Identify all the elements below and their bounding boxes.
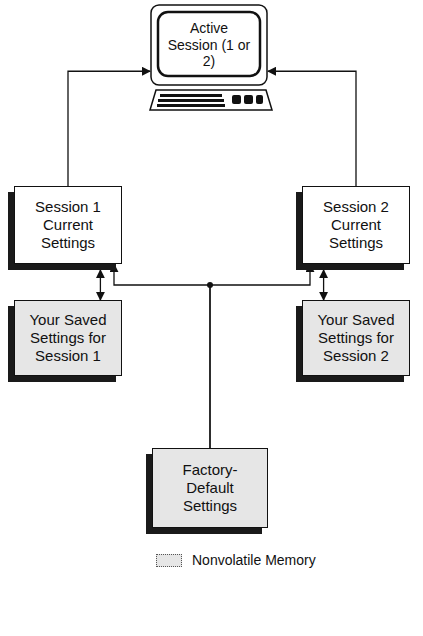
connector [114, 264, 210, 448]
memory-box: Your Saved Settings for Session 2 [302, 300, 410, 376]
legend-label: Nonvolatile Memory [192, 552, 316, 568]
settings-box: Session 2 Current Settings [302, 186, 410, 264]
memory-box: Your Saved Settings for Session 1 [14, 300, 122, 376]
node-label: Session 1 Current Settings [15, 198, 121, 252]
node-label: Active Session (1 or 2) [150, 20, 268, 70]
legend-item: Nonvolatile Memory [156, 552, 316, 568]
monitor-screen: Active Session (1 or 2) [150, 4, 268, 86]
monitor-bezel [151, 5, 267, 85]
connector [268, 71, 356, 186]
settings-box: Session 1 Current Settings [14, 186, 122, 264]
legend-swatch [156, 554, 182, 567]
node-label: Session 2 Current Settings [303, 198, 409, 252]
memory-box: Factory-Default Settings [152, 448, 268, 528]
connector [323, 270, 324, 300]
connector [68, 71, 150, 186]
legend: Nonvolatile Memory [156, 552, 316, 568]
node-label: Your Saved Settings for Session 1 [15, 311, 121, 365]
keyboard [150, 90, 272, 110]
node-label: Factory-Default Settings [153, 461, 267, 515]
connector [210, 264, 310, 448]
keyboard-keys [157, 94, 263, 107]
junction-dot [207, 282, 213, 288]
connector [100, 270, 101, 300]
node-label: Your Saved Settings for Session 2 [303, 311, 409, 365]
